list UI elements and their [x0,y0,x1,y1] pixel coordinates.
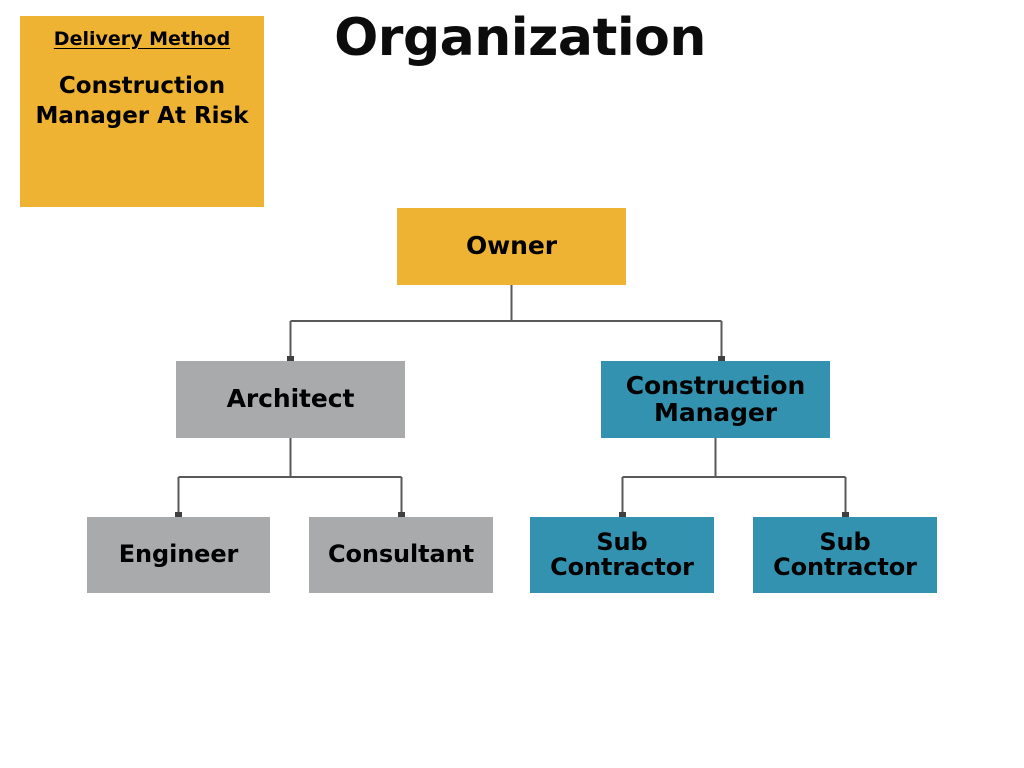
node-sub-contractor-1[interactable]: Sub Contractor [530,517,714,593]
edge-cm-to-children [621,438,847,515]
node-construction-manager[interactable]: Construction Manager [601,361,830,438]
edge-architect-to-children [177,438,403,515]
node-consultant[interactable]: Consultant [309,517,493,593]
node-sub-contractor-2[interactable]: Sub Contractor [753,517,937,593]
page-title: Organization [334,8,706,68]
delivery-method-value: Construction Manager At Risk [35,73,249,129]
node-engineer[interactable]: Engineer [87,517,270,593]
node-architect[interactable]: Architect [176,361,405,438]
node-owner[interactable]: Owner [397,208,626,285]
edge-endpoint-markers [175,356,849,519]
edge-owner-to-children [289,285,723,359]
delivery-method-heading: Delivery Method [53,28,231,50]
delivery-method-card: Delivery Method Construction Manager At … [20,16,264,207]
